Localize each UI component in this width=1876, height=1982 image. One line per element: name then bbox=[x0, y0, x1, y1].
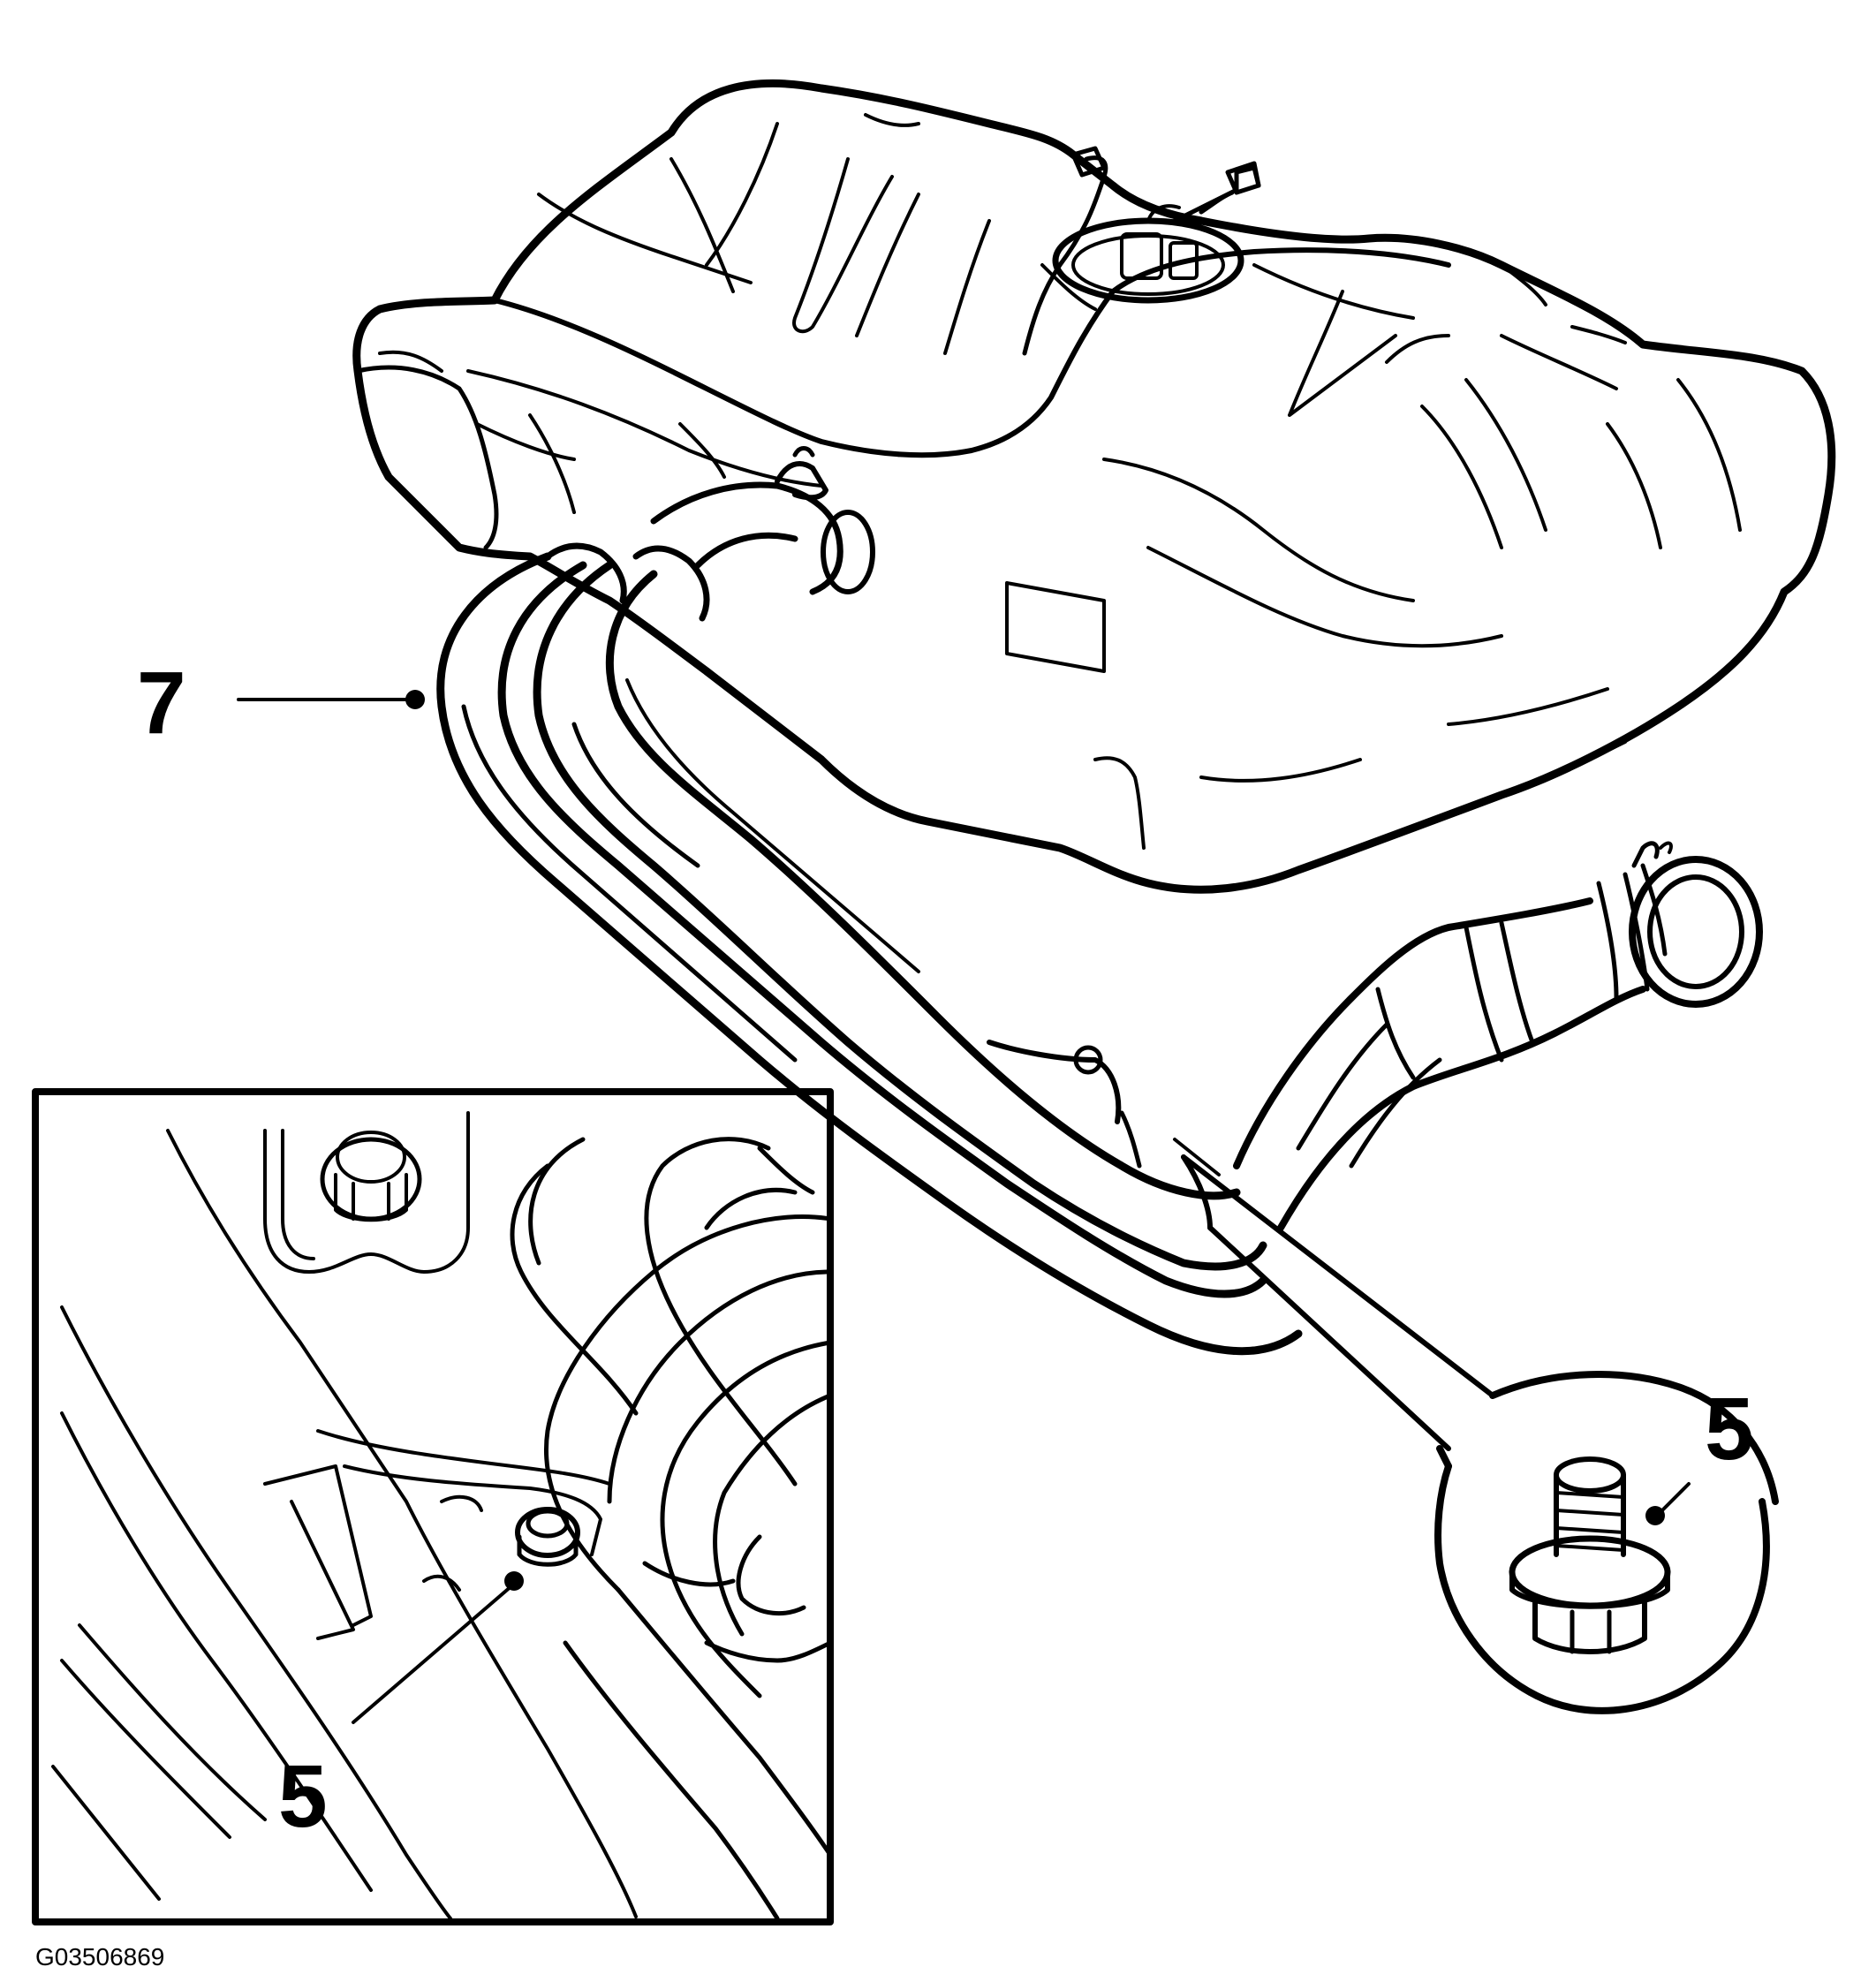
callout-5-inset: 5 bbox=[278, 1747, 328, 1846]
leader-dot-5-inset bbox=[504, 1571, 524, 1591]
callout-7: 7 bbox=[137, 654, 186, 753]
filler-hose bbox=[436, 446, 1303, 1356]
leader-dot-5-bolt bbox=[1645, 1506, 1665, 1525]
leader-lines bbox=[237, 690, 1691, 1724]
filler-neck bbox=[1233, 841, 1763, 1231]
fuel-tank bbox=[352, 79, 1836, 1169]
inset-detail bbox=[32, 1088, 834, 1925]
bolt-detail-circle bbox=[1434, 1371, 1779, 1714]
callout-5-bolt: 5 bbox=[1705, 1380, 1754, 1479]
leader-dot-7 bbox=[405, 690, 425, 709]
figure-code: G03506869 bbox=[35, 1943, 164, 1971]
